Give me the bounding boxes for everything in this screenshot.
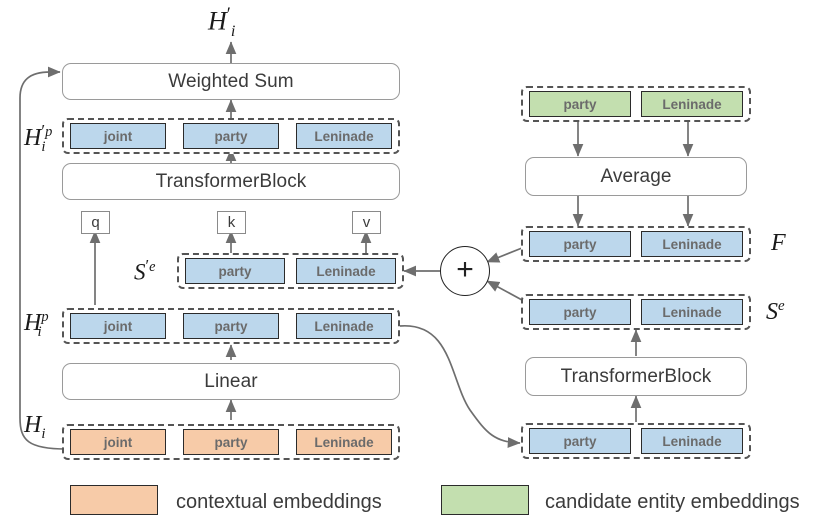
chip-token[interactable]: party [183,313,279,339]
linear-label: Linear [204,370,258,392]
arrow-f-to-plus [486,247,523,263]
chip-label: party [563,304,597,320]
chip-token[interactable]: party [529,91,631,117]
chip-label: party [563,96,597,112]
weighted-sum-box[interactable]: Weighted Sum [62,63,400,100]
chip-label: Leninade [662,304,722,320]
qkv-label: k [227,214,236,231]
transformer-block-left[interactable]: TransformerBlock [62,163,400,200]
label-h-i: Hi [24,412,46,442]
chip-token[interactable]: joint [70,313,166,339]
chip-token[interactable]: Leninade [296,258,396,284]
h-p-group: joint party Leninade [62,308,400,344]
s-e-group: party Leninade [521,294,751,330]
chip-label: party [214,128,248,144]
linear-box[interactable]: Linear [62,363,400,400]
chip-token[interactable]: joint [70,429,166,455]
s-prime-e-group: party Leninade [177,253,404,289]
chip-token[interactable]: party [529,231,631,257]
label-f: F [771,230,786,256]
chip-token[interactable]: party [183,429,279,455]
chip-label: Leninade [314,318,374,334]
chip-token[interactable]: Leninade [296,429,392,455]
chip-label: joint [103,434,133,450]
chip-token[interactable]: party [185,258,285,284]
chip-label: party [218,263,252,279]
label-h-prime-p-i: H′pi [24,121,53,155]
qkv-box-q[interactable]: q [81,211,110,234]
chip-label: joint [103,128,133,144]
average-box[interactable]: Average [525,157,747,196]
transformer-block-right-label: TransformerBlock [560,365,712,387]
chip-label: party [563,236,597,252]
legend-swatch-contextual [70,485,158,515]
qkv-label: q [91,214,100,231]
f-group: party Leninade [521,226,751,262]
average-label: Average [600,165,672,187]
plus-operator[interactable]: + [440,246,490,296]
qkv-label: v [362,214,371,231]
legend-label-contextual: contextual embeddings [176,491,382,513]
label-h-p-i: Hpi [24,309,49,340]
transformer-block-left-label: TransformerBlock [155,170,307,192]
chip-token[interactable]: Leninade [641,231,743,257]
label-s-prime-e: S′e [134,256,156,285]
chip-token[interactable]: party [529,299,631,325]
chip-label: Leninade [314,434,374,450]
h-prime-p-group: joint party Leninade [62,118,400,154]
legend-swatch-candidate [441,485,529,515]
arrow-hp-to-entity-input [399,325,521,448]
candidate-entity-group: party Leninade [521,86,751,122]
output-label-h-prime-i: H′i [208,4,236,40]
chip-token[interactable]: Leninade [296,123,392,149]
chip-label: Leninade [662,236,722,252]
chip-label: Leninade [314,128,374,144]
chip-label: Leninade [662,96,722,112]
arrow-se-to-plus [486,280,523,301]
h-i-group: joint party Leninade [62,424,400,460]
legend-label-candidate: candidate entity embeddings [545,491,800,513]
chip-token[interactable]: party [183,123,279,149]
chip-token[interactable]: party [529,428,631,454]
chip-token[interactable]: Leninade [641,428,743,454]
entity-input-group: party Leninade [521,423,751,459]
label-s-e: Se [766,298,785,325]
chip-token[interactable]: Leninade [641,299,743,325]
chip-label: Leninade [316,263,376,279]
transformer-block-right[interactable]: TransformerBlock [525,357,747,396]
chip-label: party [563,433,597,449]
chip-token[interactable]: joint [70,123,166,149]
chip-token[interactable]: Leninade [641,91,743,117]
qkv-box-k[interactable]: k [217,211,246,234]
chip-token[interactable]: Leninade [296,313,392,339]
chip-label: party [214,318,248,334]
qkv-box-v[interactable]: v [352,211,381,234]
chip-label: Leninade [662,433,722,449]
plus-label: + [456,252,474,286]
chip-label: joint [103,318,133,334]
chip-label: party [214,434,248,450]
weighted-sum-label: Weighted Sum [168,70,294,92]
